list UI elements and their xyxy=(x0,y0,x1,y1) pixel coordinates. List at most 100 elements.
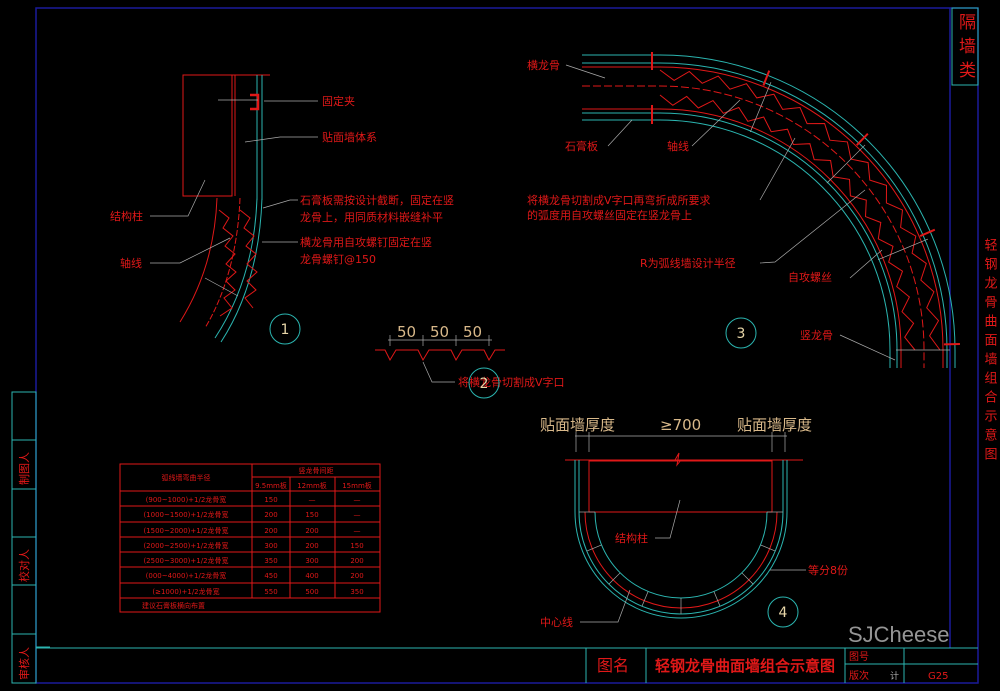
table-cell: 150 xyxy=(350,542,363,550)
label-gypsum-note-1: 石膏板需按设计截断，固定在竖 xyxy=(300,193,454,207)
signoff-drafter: 制图人 xyxy=(18,452,31,485)
table-cell: 350 xyxy=(350,588,363,596)
label-fixing-clip: 固定夹 xyxy=(322,94,355,108)
table-cell: (000~4000)+1/2龙骨宽 xyxy=(146,571,227,580)
category-box: 隔墙类 xyxy=(955,13,976,85)
label-structural-column-4: 结构柱 xyxy=(615,531,648,545)
table-cell: 300 xyxy=(264,542,277,550)
title-name-value: 轻钢龙骨曲面墙组合示意图 xyxy=(655,657,835,675)
table-row: (1000~1500)+1/2龙骨宽 200 150 — xyxy=(143,510,360,519)
title-drawing-no-label: 图号 xyxy=(849,651,869,663)
detail-1-number: 1 xyxy=(281,322,290,338)
dim-facing-thickness-right: 贴面墙厚度 xyxy=(737,416,812,434)
detail-3-marker xyxy=(725,317,757,349)
dim-facing-thickness-left: 贴面墙厚度 xyxy=(540,416,615,434)
table-row: (900~1000)+1/2龙骨宽 150 — — xyxy=(146,495,361,504)
dim-50-b: 50 xyxy=(430,323,449,341)
signoff-strip: 制图人 校对人 审核人 xyxy=(11,391,50,684)
table-cell: 350 xyxy=(264,557,277,565)
title-mid-cell: 计 xyxy=(890,670,899,682)
title-revision-label: 版次 xyxy=(849,669,869,682)
table-cell: 200 xyxy=(350,557,363,565)
table-cell: (≥1000)+1/2龙骨宽 xyxy=(152,587,219,596)
title-block: 图名 轻钢龙骨曲面墙组合示意图 图号 版次 计 G25 xyxy=(585,648,978,683)
structural-column-hatch xyxy=(182,74,233,197)
table-cell: (2000~2500)+1/2龙骨宽 xyxy=(143,541,228,550)
table-cell: 150 xyxy=(264,496,277,504)
table-row: (1500~2000)+1/2龙骨宽 200 200 — xyxy=(143,526,360,535)
detail-3-number: 3 xyxy=(737,326,746,342)
label-divide-8: 等分8份 xyxy=(808,563,848,577)
label-stud-note-1: 横龙骨用自攻螺钉固定在竖 xyxy=(300,235,432,249)
side-title: 轻钢龙骨曲面墙组合示意图 xyxy=(982,238,998,466)
table-cell: — xyxy=(354,496,361,504)
label-axis: 轴线 xyxy=(120,256,142,270)
dim-50-a: 50 xyxy=(397,323,416,341)
table-cell: — xyxy=(354,527,361,535)
table-col-12mm: 12mm板 xyxy=(297,481,327,490)
label-bend-note-2: 的弧度用自攻螺丝固定在竖龙骨上 xyxy=(527,208,692,222)
table-row: (2000~2500)+1/2龙骨宽 300 200 150 xyxy=(143,541,363,550)
table-cell: — xyxy=(354,511,361,519)
label-horizontal-track: 横龙骨 xyxy=(527,58,560,72)
detail-2: 50 50 50 将横龙骨切割成V字口 2 xyxy=(375,323,565,399)
table-cell: 400 xyxy=(305,572,318,580)
table-cell: (2500~3000)+1/2龙骨宽 xyxy=(143,556,228,565)
detail-2-marker xyxy=(468,367,500,399)
dim-50-c: 50 xyxy=(463,323,482,341)
table-cell: 200 xyxy=(264,511,277,519)
v-cut-track-teeth xyxy=(659,69,960,351)
detail-4-marker xyxy=(767,596,799,628)
title-name-label: 图名 xyxy=(597,656,629,675)
drawing-frame xyxy=(35,7,979,684)
table-cell: (900~1000)+1/2龙骨宽 xyxy=(146,495,227,504)
label-gypsum-note-2: 龙骨上，用同质材料嵌缝补平 xyxy=(300,210,443,224)
table-cell: (1000~1500)+1/2龙骨宽 xyxy=(143,510,228,519)
detail-4: 贴面墙厚度 ≥700 贴面墙厚度 结构柱 等分8份 中心线 4 xyxy=(540,416,848,629)
stud-spacing-table: 弧线墙弯曲半径 竖龙骨间距 9.5mm板 12mm板 15mm板 (900~10… xyxy=(119,463,381,613)
eight-division-ticks xyxy=(579,511,783,614)
fixing-clip-icon xyxy=(250,93,260,111)
title-code: G25 xyxy=(928,671,948,682)
label-v-cut: 将横龙骨切割成V字口 xyxy=(458,375,565,389)
detail-3: 3 横龙骨 石膏板 轴线 将横龙骨切割成V字口再弯折成所要求 的弧度用自攻螺丝固… xyxy=(527,52,960,368)
label-facing-system: 贴面墙体系 xyxy=(322,130,377,144)
table-row: (2500~3000)+1/2龙骨宽 350 300 200 xyxy=(143,556,363,565)
table-header-radius: 弧线墙弯曲半径 xyxy=(162,473,211,482)
table-col-15mm: 15mm板 xyxy=(342,481,372,490)
label-structural-column: 结构柱 xyxy=(110,209,143,223)
side-title-text: 轻钢龙骨曲面墙组合示意图 xyxy=(982,238,998,466)
detail-1: 1 固定夹 贴面墙体系 石膏板需按设计截断，固定在竖 龙骨上，用同质材料嵌缝补平… xyxy=(110,74,454,345)
detail-1-marker xyxy=(269,313,301,345)
table-row: (≥1000)+1/2龙骨宽 550 500 350 xyxy=(152,587,363,596)
label-self-tapping-screw: 自攻螺丝 xyxy=(788,270,832,284)
signoff-reviewer: 审核人 xyxy=(17,647,31,680)
table-cell: (1500~2000)+1/2龙骨宽 xyxy=(143,526,228,535)
table-col-9-5mm: 9.5mm板 xyxy=(255,481,287,490)
label-gypsum-board: 石膏板 xyxy=(565,139,598,153)
table-header-spacing: 竖龙骨间距 xyxy=(299,466,334,475)
detail-2-number: 2 xyxy=(480,376,489,392)
watermark-logo: SJCheese xyxy=(848,622,950,647)
label-radius: R为弧线墙设计半径 xyxy=(640,256,736,270)
table-footnote: 建议石膏板横向布置 xyxy=(142,601,205,610)
table-cell: 200 xyxy=(305,527,318,535)
structural-column-hatch-4 xyxy=(588,460,773,513)
category-label: 隔墙类 xyxy=(955,13,976,85)
signoff-checker: 校对人 xyxy=(17,549,31,582)
table-cell: 200 xyxy=(350,572,363,580)
table-cell: 300 xyxy=(305,557,318,565)
table-cell: 200 xyxy=(264,527,277,535)
detail-4-number: 4 xyxy=(779,605,788,621)
table-cell: 500 xyxy=(305,588,318,596)
label-centerline: 中心线 xyxy=(540,615,573,629)
label-vertical-stud: 竖龙骨 xyxy=(800,329,833,342)
table-cell: — xyxy=(309,496,316,504)
table-cell: 150 xyxy=(305,511,318,519)
dim-min-700: ≥700 xyxy=(660,416,701,434)
table-cell: 550 xyxy=(264,588,277,596)
label-axis-3: 轴线 xyxy=(667,139,689,153)
table-cell: 200 xyxy=(305,542,318,550)
